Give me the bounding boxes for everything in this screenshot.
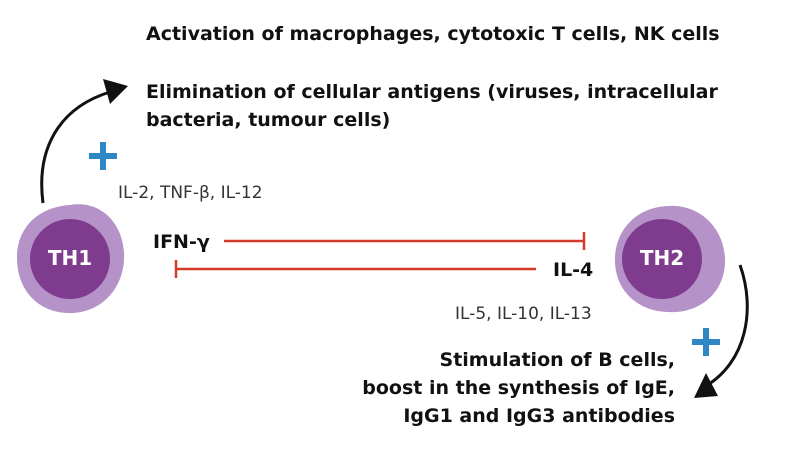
th2-plus-icon xyxy=(692,328,720,356)
th1-effect-elimination-line2: bacteria, tumour cells) xyxy=(146,109,391,131)
th1-cell-nucleus xyxy=(30,219,110,299)
th2-cell-nucleus xyxy=(622,219,702,299)
th1-arrowhead xyxy=(103,79,128,104)
th1-cell xyxy=(16,204,125,314)
th2-cell xyxy=(614,205,726,313)
th2-cytokines-label: IL-5, IL-10, IL-13 xyxy=(455,304,592,324)
th2-effect-line1: Stimulation of B cells, xyxy=(439,349,675,371)
th1-plus-icon xyxy=(89,142,117,170)
th2-effect-line3: IgG1 and IgG3 antibodies xyxy=(403,405,675,427)
th2-arrowhead xyxy=(694,373,718,398)
th2-activation-arrow xyxy=(705,264,749,388)
th1-activation-arrow xyxy=(40,90,111,204)
ifn-gamma-label: IFN-γ xyxy=(153,231,210,253)
th1-cytokines-label: IL-2, TNF-β, IL-12 xyxy=(118,183,263,203)
th2-label: TH2 xyxy=(639,246,685,270)
th1-effect-elimination-line1: Elimination of cellular antigens (viruse… xyxy=(146,81,718,103)
il4-label: IL-4 xyxy=(553,259,594,281)
th2-effect-line2: boost in the synthesis of IgE, xyxy=(362,377,675,399)
th1-effect-activation: Activation of macrophages, cytotoxic T c… xyxy=(146,23,720,45)
th1-label: TH1 xyxy=(47,246,93,270)
